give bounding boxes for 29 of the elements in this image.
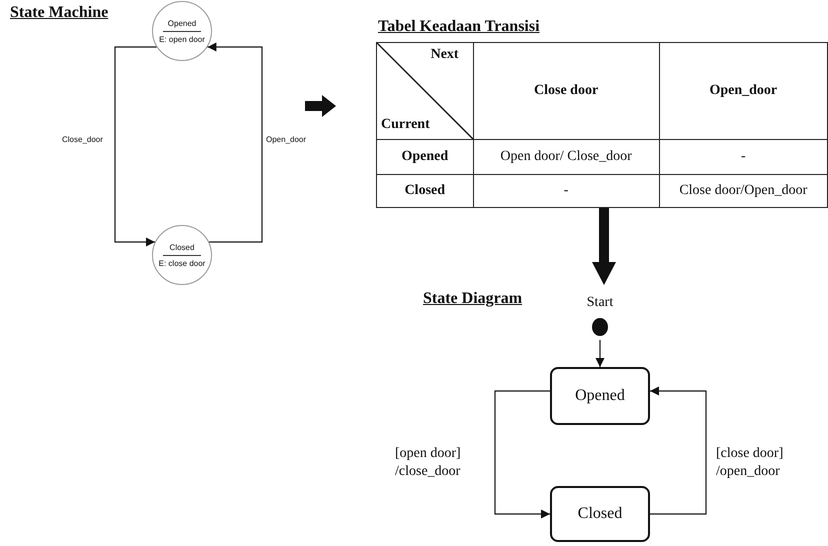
arrow — [596, 340, 604, 367]
state-circle — [152, 1, 212, 61]
row-header: Opened — [376, 140, 474, 174]
entry-action: E: open door — [159, 34, 205, 44]
arrow — [114, 46, 157, 246]
transition-value: - — [659, 140, 828, 174]
row-axis-label: Current — [381, 117, 430, 133]
state-name: Closed — [170, 242, 194, 252]
row-header: Closed — [376, 174, 474, 208]
state-name: Closed — [578, 505, 622, 523]
section-heading: Tabel Keadaan Transisi — [378, 18, 540, 36]
arrow — [207, 42, 263, 243]
transition-value: Open door/ Close_door — [473, 140, 660, 174]
state-box — [550, 367, 650, 425]
column-header: Open_door — [659, 42, 828, 140]
transition-value: - — [473, 174, 660, 208]
section-heading: State Diagram — [423, 290, 522, 308]
state-box — [550, 486, 650, 542]
state-name: Opened — [168, 18, 196, 28]
state-name: Opened — [575, 387, 625, 405]
start-label: Start — [586, 294, 614, 312]
state-circle — [152, 225, 212, 285]
column-axis-label: Next — [430, 47, 459, 63]
entry-action: E: close door — [158, 258, 206, 268]
column-header: Close door — [473, 42, 660, 140]
arrow — [494, 390, 550, 518]
arrow — [650, 386, 707, 515]
section-heading: State Machine — [10, 4, 108, 22]
transition-value: Close door/Open_door — [659, 174, 828, 208]
